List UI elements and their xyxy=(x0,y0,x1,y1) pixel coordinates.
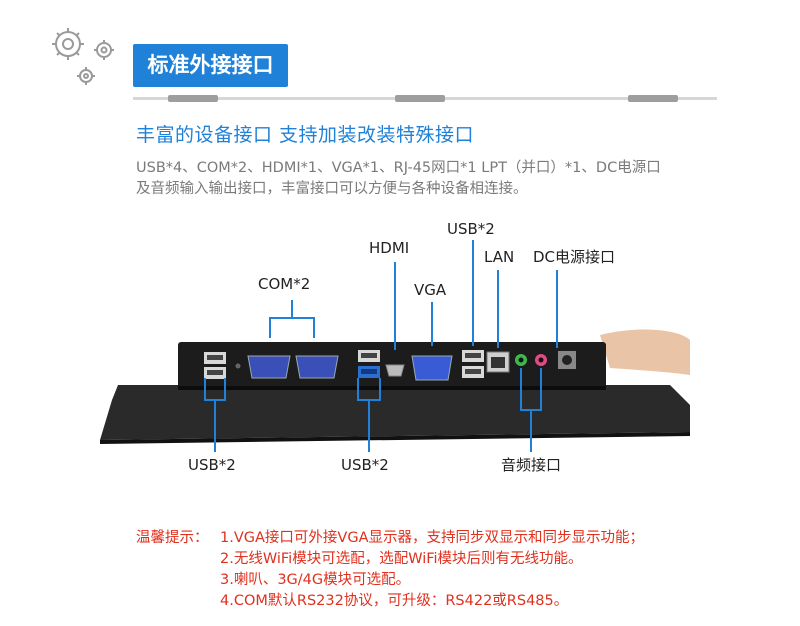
divider-tick xyxy=(168,95,218,102)
divider-tick xyxy=(395,95,445,102)
label-dc: DC电源接口 xyxy=(533,248,615,266)
description-line: 及音频输入输出接口，丰富接口可以方便与各种设备相连接。 xyxy=(136,181,528,197)
label-usb-bottom-left: USB*2 xyxy=(188,456,236,474)
description-line: USB*4、COM*2、HDMI*1、VGA*1、RJ-45网口*1 LPT（并… xyxy=(136,160,661,176)
com-ports xyxy=(247,355,339,379)
label-lan: LAN xyxy=(484,248,514,266)
label-usb-top: USB*2 xyxy=(447,220,495,238)
usb-port-left xyxy=(204,352,226,379)
label-hdmi: HDMI xyxy=(369,239,409,257)
label-usb-bottom-mid: USB*2 xyxy=(341,456,389,474)
note-item: 4.COM默认RS232协议，可升级：RS422或RS485。 xyxy=(220,593,569,609)
callout-lines xyxy=(204,240,558,452)
section-title: 标准外接接口 xyxy=(133,44,288,87)
hdmi-port xyxy=(385,364,405,377)
note-item: 1.VGA接口可外接VGA显示器，支持同步双显示和同步显示功能； xyxy=(220,530,644,546)
device-base xyxy=(100,385,690,440)
label-com: COM*2 xyxy=(258,275,310,293)
divider-tick xyxy=(628,95,678,102)
vga-port xyxy=(411,355,453,381)
usb-port-top xyxy=(462,350,484,378)
usb-port-middle xyxy=(358,350,380,378)
notes: 温馨提示： 1.VGA接口可外接VGA显示器，支持同步双显示和同步显示功能； 2.… xyxy=(136,528,644,612)
label-audio: 音频接口 xyxy=(501,456,561,474)
gears-icon xyxy=(52,28,114,85)
label-vga: VGA xyxy=(414,281,447,299)
note-item: 2.无线WiFi模块可选配，选配WiFi模块后则有无线功能。 xyxy=(220,551,583,567)
description: USB*4、COM*2、HDMI*1、VGA*1、RJ-45网口*1 LPT（并… xyxy=(136,158,776,200)
hand-image xyxy=(600,329,690,375)
subtitle: 丰富的设备接口 支持加装改装特殊接口 xyxy=(136,124,475,146)
notes-lead: 温馨提示： xyxy=(136,530,209,546)
note-item: 3.喇叭、3G/4G模块可选配。 xyxy=(220,572,411,588)
